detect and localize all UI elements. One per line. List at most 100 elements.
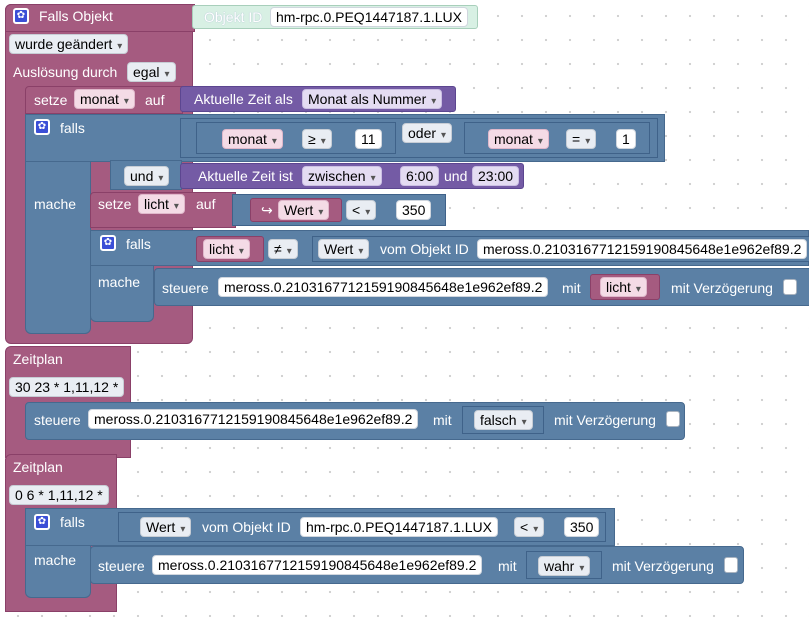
inner-if-object-id[interactable]: meross.0.2103167712159190845648e1e962ef8… [477, 239, 807, 259]
trigger-label: Auslösung durch [13, 64, 118, 80]
chevron-down-icon: ▾ [365, 207, 371, 218]
control-licht-label: steuere [162, 280, 209, 296]
compare-left-var-dropdown[interactable]: monat ▾ [222, 129, 283, 149]
schedule-1-delay-checkbox[interactable] [666, 411, 680, 427]
set-month-to: auf [145, 92, 165, 108]
compare-right-var: monat [494, 131, 533, 147]
set-light-to: auf [196, 196, 216, 212]
control-licht-delay-checkbox[interactable] [783, 279, 797, 295]
chevron-down-icon: ▾ [635, 284, 641, 295]
gear-icon[interactable]: ✿ [13, 8, 29, 24]
schedule-2-with: mit [498, 558, 517, 574]
event-trigger-title: Falls Objekt [39, 8, 113, 24]
change-mode-dropdown[interactable]: wurde geändert▾ [9, 34, 129, 54]
compare-right-number[interactable]: 1 [616, 129, 636, 149]
chevron-down-icon: ▾ [521, 417, 527, 428]
chevron-down-icon: ▾ [238, 246, 244, 257]
set-light-op: < [352, 202, 361, 218]
compare-right-op-dropdown[interactable]: =▾ [566, 129, 597, 149]
schedule-1-with: mit [433, 412, 452, 428]
gear-icon[interactable]: ✿ [100, 235, 116, 251]
time-mode-dropdown[interactable]: zwischen▾ [302, 166, 382, 186]
schedule-2-do-label: mache [34, 552, 77, 568]
gear-icon[interactable]: ✿ [34, 119, 50, 135]
chevron-down-icon: ▾ [180, 524, 186, 535]
schedule-1-value-dropdown[interactable]: falsch ▾ [474, 410, 533, 430]
schedule-2-value-field-dropdown[interactable]: Wert ▾ [140, 517, 192, 537]
event-trigger-header-cap [5, 4, 195, 32]
chevron-down-icon: ▾ [441, 130, 447, 141]
chevron-down-icon: ▾ [537, 136, 543, 147]
control-licht-var: licht [606, 279, 631, 295]
inner-if-value-field: Wert [324, 241, 354, 257]
schedule-2-delay-checkbox[interactable] [724, 557, 738, 573]
schedule-2-control-object[interactable]: meross.0.2103167712159190845648e1e962ef8… [152, 555, 483, 575]
chevron-down-icon: ▾ [286, 246, 292, 257]
trigger-dropdown[interactable]: egal▾ [127, 62, 176, 82]
current-time-label: Aktuelle Zeit als [194, 91, 293, 107]
schedule-2-from-object-label: vom Objekt ID [202, 519, 291, 535]
schedule-1-cron-field[interactable]: 30 23 * 1,11,12 * [9, 377, 125, 397]
schedule-2-value-field: Wert [146, 519, 176, 535]
time-range-label: Aktuelle Zeit ist [198, 168, 293, 184]
schedule-2-if-label: falls [60, 514, 85, 530]
set-light-label: setze [98, 196, 132, 212]
schedule-1-control-label: steuere [34, 412, 81, 428]
control-licht-delay-label: mit Verzögerung [671, 280, 773, 296]
time-and-label: und [444, 168, 468, 184]
control-licht-object[interactable]: meross.0.2103167712159190845648e1e962ef8… [218, 277, 549, 297]
schedule-2-value-dropdown[interactable]: wahr▾ [538, 556, 591, 576]
do-label: mache [34, 196, 77, 212]
schedule-2-cron-field[interactable]: 0 6 * 1,11,12 * [9, 485, 109, 505]
schedule-1-title: Zeitplan [13, 351, 63, 367]
set-light-var-dropdown[interactable]: licht ▾ [138, 194, 185, 214]
set-month-var-dropdown[interactable]: monat▾ [74, 89, 135, 109]
object-id-label: Objekt ID [204, 9, 263, 25]
inner-if-value-field-dropdown[interactable]: Wert ▾ [318, 239, 370, 259]
schedule-2-control-label: steuere [98, 558, 145, 574]
logic-and-dropdown[interactable]: und ▾ [124, 166, 170, 186]
compare-left-op-dropdown[interactable]: ≥▾ [302, 129, 332, 149]
chevron-down-icon: ▾ [173, 201, 179, 212]
inner-if-op: ≠ [274, 241, 282, 257]
time-mode: zwischen [308, 168, 366, 184]
time-to-field[interactable]: 23:00 [472, 166, 520, 186]
chevron-down-icon: ▾ [585, 136, 591, 147]
object-id-field[interactable]: hm-rpc.0.PEQ1447187.1.LUX [270, 7, 468, 27]
chevron-down-icon: ▾ [318, 207, 324, 218]
set-light-op-dropdown[interactable]: <▾ [346, 200, 377, 220]
schedule-1-value: falsch [480, 412, 517, 428]
chevron-down-icon: ▾ [117, 41, 123, 52]
time-from-field[interactable]: 6:00 [400, 166, 440, 186]
schedule-2-number[interactable]: 350 [564, 517, 600, 537]
current-time-format: Monat als Nummer [308, 91, 427, 107]
logic-or-dropdown[interactable]: oder▾ [402, 123, 453, 143]
schedule-2-op: < [520, 519, 529, 535]
inner-do-label: mache [98, 274, 141, 290]
compare-left-number[interactable]: 11 [355, 129, 382, 149]
chevron-down-icon: ▾ [358, 246, 364, 257]
chevron-down-icon: ▾ [123, 96, 129, 107]
control-licht-var-dropdown[interactable]: licht ▾ [600, 277, 647, 297]
schedule-2-op-dropdown[interactable]: <▾ [514, 517, 545, 537]
gear-icon[interactable]: ✿ [34, 514, 50, 530]
schedule-1-control-object[interactable]: meross.0.2103167712159190845648e1e962ef8… [88, 409, 419, 429]
chevron-down-icon: ▾ [158, 173, 164, 184]
trigger-value-dropdown[interactable]: Wert ▾ [278, 200, 330, 220]
current-time-format-dropdown[interactable]: Monat als Nummer▾ [302, 89, 443, 109]
compare-left-op: ≥ [308, 131, 316, 147]
schedule-2-value: wahr [544, 558, 575, 574]
trigger-value-field: Wert [284, 202, 314, 218]
inner-if-label: falls [126, 236, 151, 252]
logic-and: und [130, 168, 154, 184]
schedule-2-object-id[interactable]: hm-rpc.0.PEQ1447187.1.LUX [300, 517, 498, 537]
set-light-number[interactable]: 350 [396, 200, 432, 220]
compare-right-var-dropdown[interactable]: monat ▾ [488, 129, 549, 149]
set-light-var: licht [144, 196, 169, 212]
inner-if-var: licht [209, 241, 234, 257]
inner-if-var-dropdown[interactable]: licht ▾ [203, 239, 250, 259]
inner-if-op-dropdown[interactable]: ≠▾ [268, 239, 298, 259]
chevron-down-icon: ▾ [271, 136, 277, 147]
control-licht-with: mit [562, 280, 581, 296]
compare-left-var: monat [228, 131, 267, 147]
